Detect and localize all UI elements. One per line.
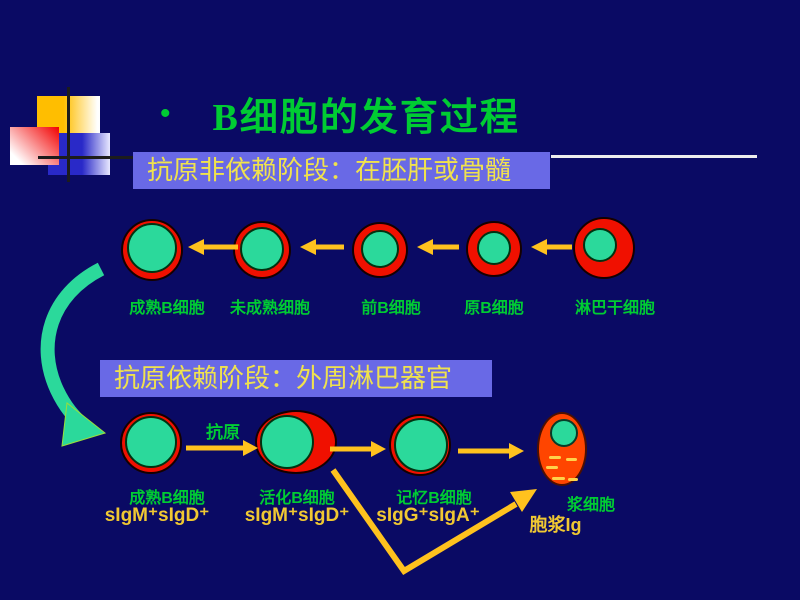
title-row: • B细胞的发育过程 — [160, 86, 680, 141]
cell-immature-b — [233, 221, 291, 279]
cell-pro-b — [466, 221, 522, 277]
decor-square-red — [10, 127, 59, 165]
stage2-banner: 抗原依赖阶段：外周淋巴器官 — [100, 360, 492, 397]
stage-transition-curved-arrow — [40, 262, 107, 447]
cell-lymphoid-stem — [573, 217, 635, 279]
plasma-nucleus — [550, 419, 578, 447]
cell-mature-b-2 — [120, 412, 182, 474]
cell-label-pre-b: 前B细胞 — [361, 300, 421, 317]
cell-label-activated-b: 活化B细胞 — [259, 490, 335, 507]
plasma-ig-dash — [566, 458, 577, 461]
plasma-ig-dash — [568, 478, 578, 481]
decor-horizontal-line — [38, 156, 150, 159]
cell-label-mature-b: 成熟B细胞 — [129, 300, 205, 317]
cell-nucleus — [583, 228, 617, 262]
cell-nucleus — [260, 415, 314, 469]
stage1-banner: 抗原非依赖阶段：在胚肝或骨髓 — [133, 152, 550, 189]
cell-mature-b — [121, 219, 183, 281]
cell-nucleus — [127, 223, 177, 273]
cell-pre-b — [352, 222, 408, 278]
cell-activated-b — [255, 410, 337, 474]
title-underline — [551, 155, 757, 158]
cell-memory-b — [389, 414, 451, 476]
plasma-ig-dash — [546, 466, 558, 469]
arrow-right-2 — [330, 441, 386, 457]
cell-plasma — [537, 412, 587, 486]
arrow-right-3 — [458, 443, 524, 459]
antigen-label: 抗原 — [206, 423, 240, 442]
arrow-left-3 — [417, 239, 459, 255]
cell-nucleus — [240, 227, 284, 271]
arrow-left-4 — [531, 239, 572, 255]
cell-label-pro-b: 原B细胞 — [464, 300, 524, 317]
arrow-left-1 — [188, 239, 238, 255]
cell-label-stem: 淋巴干细胞 — [574, 300, 655, 317]
cell-nucleus — [361, 230, 399, 268]
marker-sigm-sigd-1: sIgM⁺sIgD⁺ — [104, 505, 210, 526]
cell-nucleus — [477, 231, 511, 265]
title-bullet: • — [160, 96, 171, 130]
marker-sigg-siga: sIgG⁺sIgA⁺ — [376, 505, 480, 526]
cell-label-immature-b: 未成熟细胞 — [229, 300, 310, 317]
cell-nucleus — [125, 416, 177, 468]
marker-sigm-sigd-2: sIgM⁺sIgD⁺ — [244, 505, 350, 526]
plasma-ig-dash — [552, 477, 565, 480]
arrow-left-2 — [300, 239, 344, 255]
page-title: B细胞的发育过程 — [212, 97, 520, 139]
cell-nucleus — [394, 418, 448, 472]
decor-vertical-line — [67, 87, 70, 182]
cell-label-plasma: 浆细胞 — [566, 497, 615, 514]
marker-cytoplasm-ig: 胞浆Ig — [529, 515, 582, 535]
plasma-ig-dash — [549, 456, 561, 459]
cell-label-mature-b-2: 成熟B细胞 — [129, 490, 205, 507]
